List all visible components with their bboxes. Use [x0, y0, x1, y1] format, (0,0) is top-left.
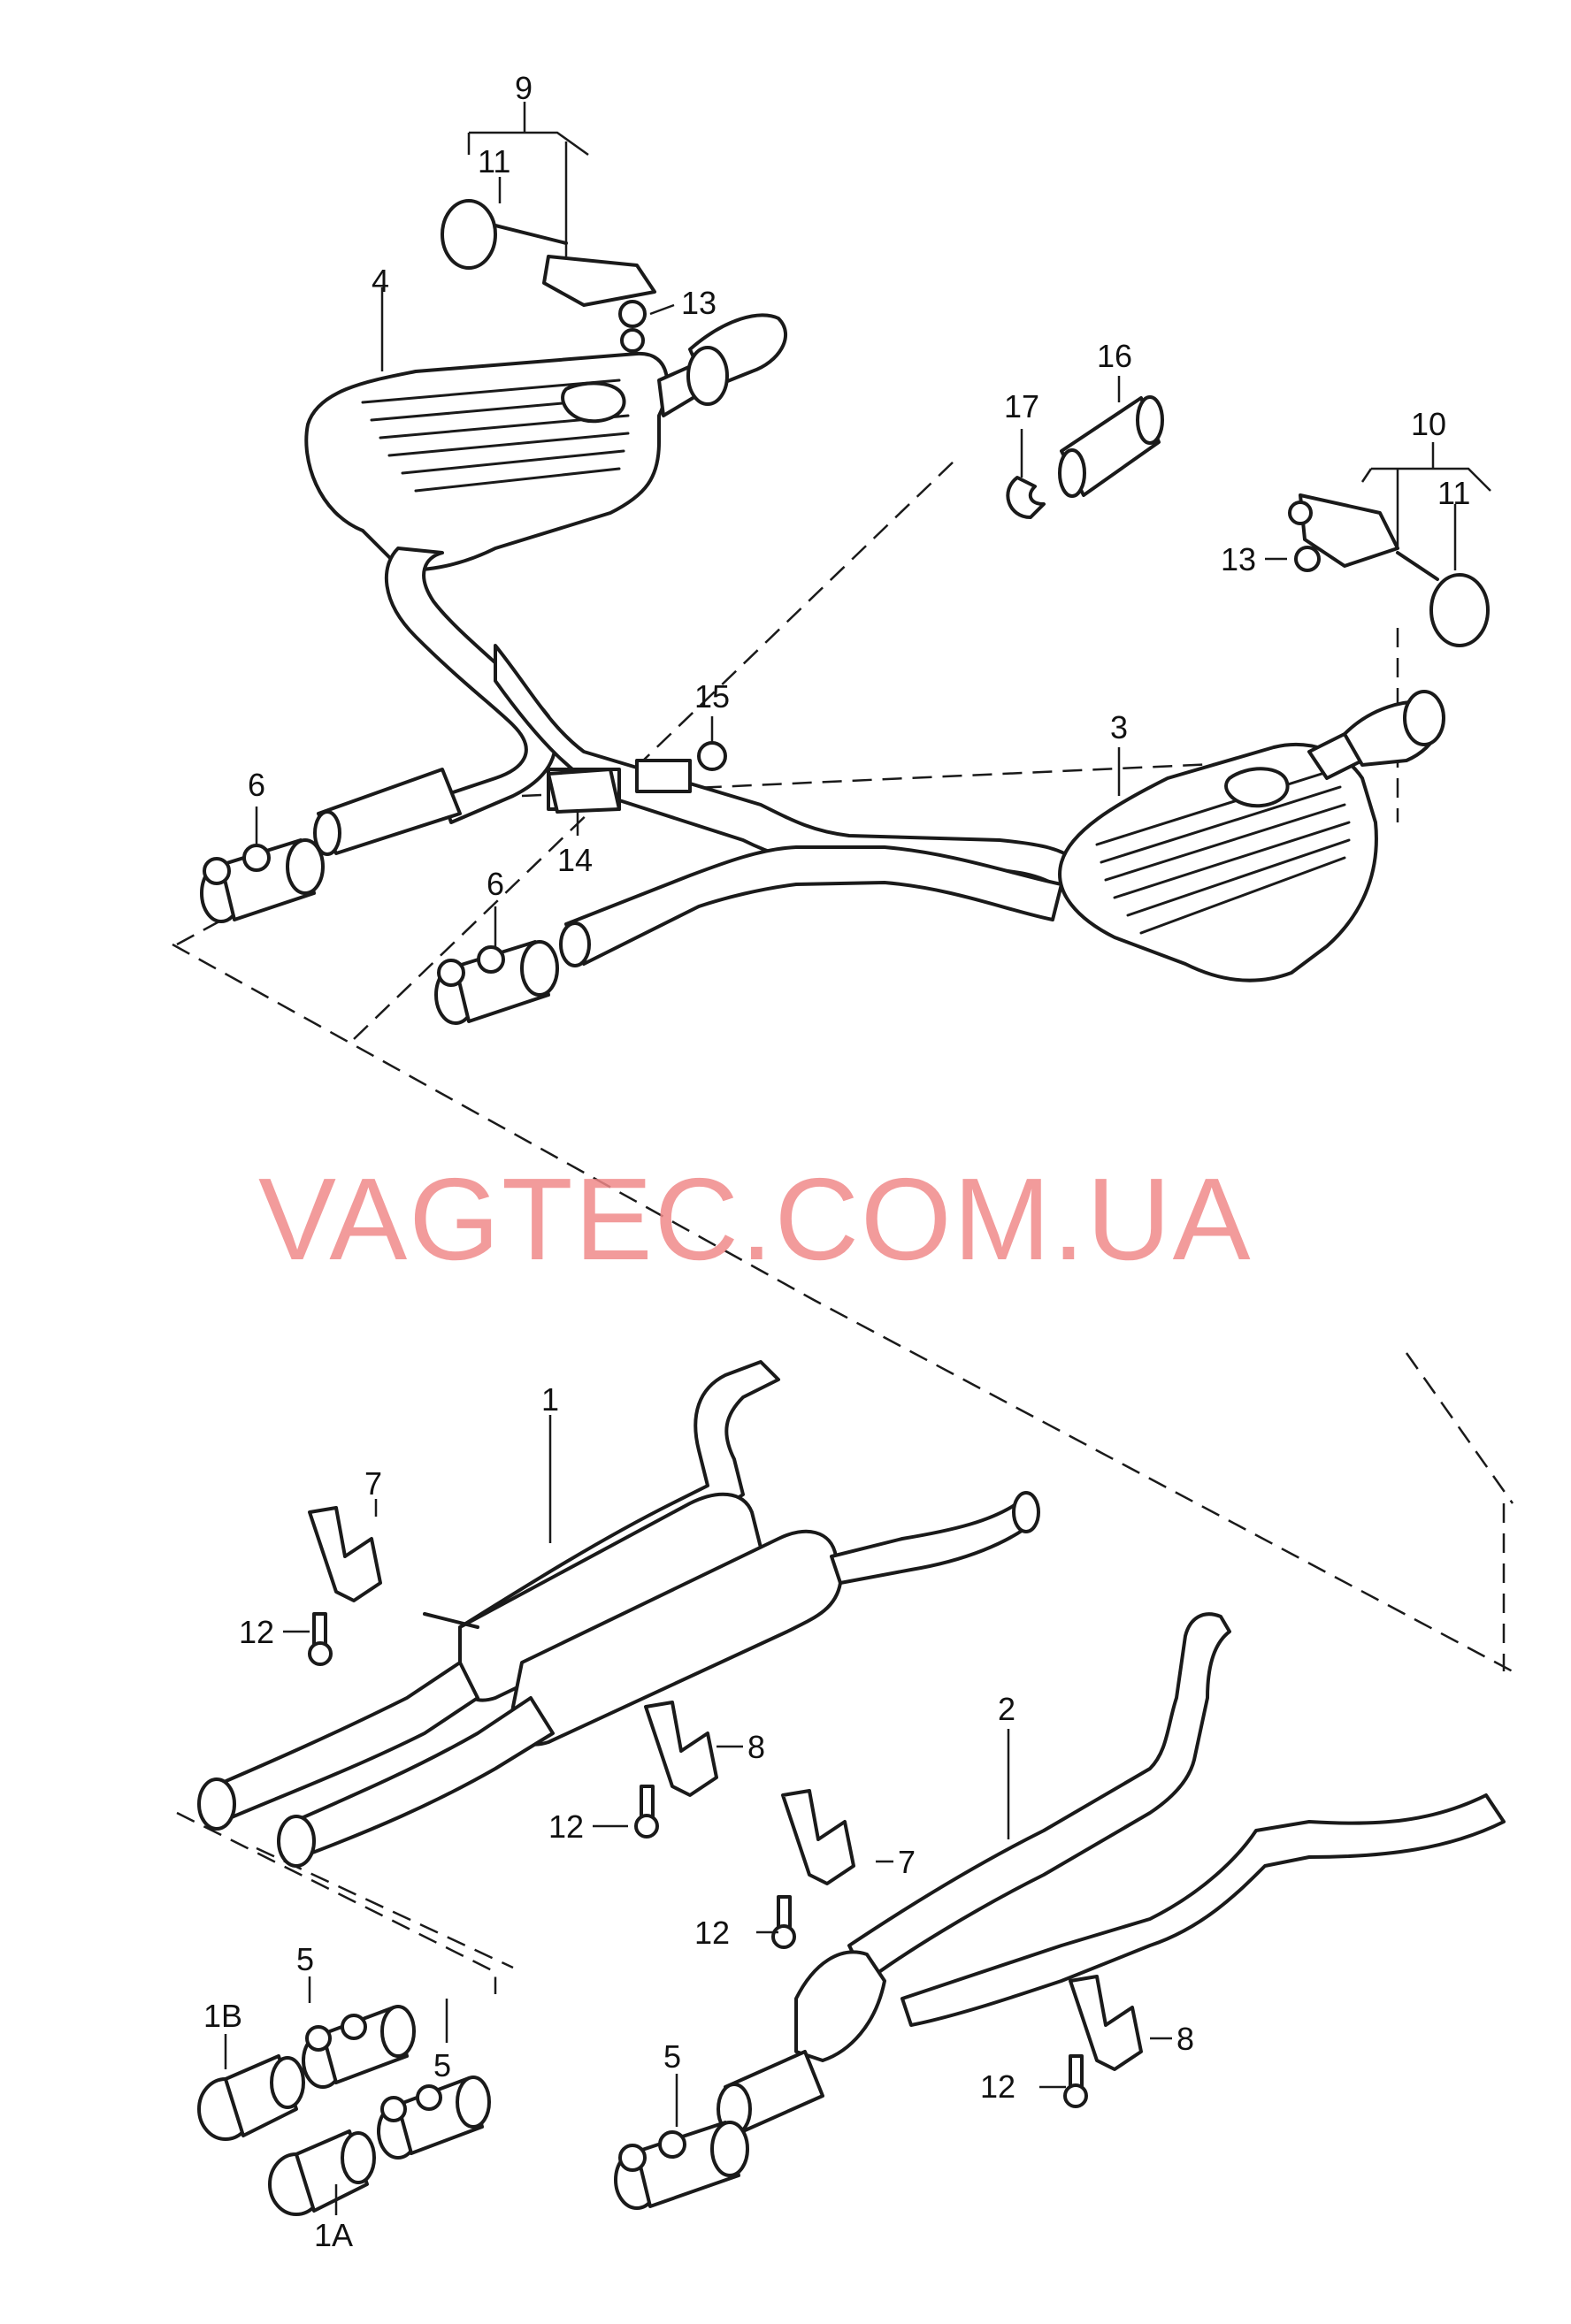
- adapter-1B: [197, 2054, 305, 2141]
- watermark-text: VAGTEC.COM.UA: [258, 1154, 1253, 1284]
- callout-2: 2: [998, 1691, 1015, 1727]
- bracket-9-with-mount: [441, 199, 656, 353]
- callout-13-right: 13: [1221, 541, 1256, 577]
- rear-silencer-right: [1058, 690, 1445, 982]
- callout-1A: 1A: [314, 2217, 353, 2253]
- callout-8-lower: 8: [1176, 2021, 1194, 2057]
- rear-silencer-left: [304, 313, 788, 856]
- callout-8-upper: 8: [747, 1729, 765, 1765]
- front-pipe-1: [197, 1360, 1040, 1868]
- callout-6-lower: 6: [487, 866, 504, 902]
- callout-15: 15: [694, 678, 730, 715]
- hanger-8-lower: [1069, 1975, 1143, 2071]
- callout-6-upper: 6: [248, 767, 265, 803]
- clamp-6-lower: [434, 940, 559, 1025]
- callout-5-lower-left: 5: [433, 2047, 451, 2083]
- callout-14: 14: [557, 842, 593, 878]
- callout-12-b: 12: [548, 1808, 584, 1845]
- callout-4: 4: [372, 263, 389, 299]
- tailpipe-16: [1058, 395, 1164, 498]
- callout-11-left: 11: [478, 143, 510, 180]
- callout-5-lower-right: 5: [663, 2038, 681, 2075]
- bolt-12-a: [308, 1612, 333, 1666]
- hanger-7-upper: [308, 1506, 479, 1629]
- adapter-1A: [268, 2129, 376, 2216]
- callout-labels: 9 11 13 4 16 17 10 11 13 15 3 6 14 6 1 7…: [203, 70, 1470, 2253]
- callout-12-c: 12: [694, 1915, 730, 1951]
- hanger-clip-14: [547, 768, 621, 814]
- callout-7-lower: 7: [898, 1844, 916, 1880]
- front-pipe-2: [717, 1612, 1506, 2136]
- callout-12-d: 12: [980, 2068, 1015, 2105]
- clamp-5-lower-right: [614, 2121, 749, 2210]
- nut-15: [697, 741, 727, 771]
- hanger-8-upper: [644, 1701, 718, 1797]
- callout-9: 9: [515, 70, 533, 106]
- callout-16: 16: [1097, 338, 1132, 374]
- bolt-12-d: [1063, 2054, 1088, 2108]
- callout-17: 17: [1004, 388, 1039, 424]
- clamp-ring-17: [1006, 476, 1046, 519]
- callout-5-upper: 5: [296, 1941, 314, 1977]
- hanger-7-lower: [781, 1789, 855, 1885]
- clamp-6-upper: [200, 838, 325, 923]
- callout-1: 1: [541, 1381, 559, 1418]
- bracket-10-with-mount: [1288, 493, 1490, 647]
- clamp-5-left-a: [302, 2005, 416, 2089]
- leader-lines: [224, 102, 1491, 2215]
- callout-13-left: 13: [681, 285, 717, 321]
- callout-10: 10: [1411, 406, 1446, 442]
- bolt-12-c: [771, 1895, 796, 1949]
- callout-7-upper: 7: [364, 1465, 382, 1502]
- callout-12-a: 12: [239, 1614, 274, 1650]
- callout-3: 3: [1110, 709, 1128, 745]
- clamp-5-left-b: [377, 2076, 491, 2160]
- callout-1B: 1B: [203, 1998, 242, 2034]
- bolt-12-b: [634, 1785, 659, 1839]
- callout-11-right: 11: [1437, 475, 1470, 511]
